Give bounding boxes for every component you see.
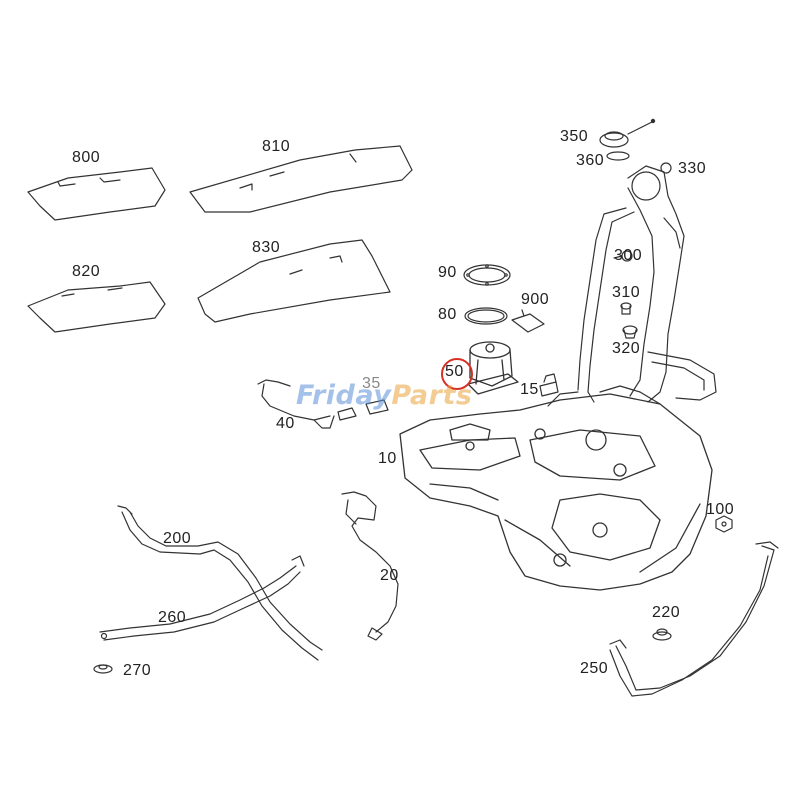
- callout-260: 260: [158, 609, 187, 626]
- callout-820: 820: [72, 263, 101, 280]
- bolt-310: [620, 302, 632, 315]
- watermark-part-2: Parts: [391, 380, 473, 411]
- callout-80: 80: [438, 306, 457, 323]
- callout-40: 40: [276, 415, 295, 432]
- callout-360: 360: [576, 152, 605, 169]
- callout-810: 810: [262, 138, 291, 155]
- callout-20: 20: [380, 567, 399, 584]
- strap-200: [117, 505, 323, 661]
- connector-35: [337, 399, 389, 421]
- callout-310: 310: [612, 284, 641, 301]
- fuel-pump-50: [467, 341, 519, 395]
- callout-320: 320: [612, 340, 641, 357]
- callout-330: 330: [678, 160, 707, 177]
- grommet-320: [622, 325, 638, 339]
- callout-100: 100: [706, 501, 735, 518]
- callout-90: 90: [438, 264, 457, 281]
- clip-330: [660, 162, 672, 174]
- filler-neck-assembly: [547, 165, 717, 407]
- callout-50: 50: [445, 363, 464, 380]
- seal-80: [464, 307, 508, 325]
- callout-200: 200: [163, 530, 192, 547]
- filler-cap-350: [599, 118, 656, 148]
- insulation-pad-810: [189, 145, 413, 213]
- callout-900: 900: [521, 291, 550, 308]
- callout-15: 15: [520, 381, 539, 398]
- callout-250: 250: [580, 660, 609, 677]
- highlight-ring: [441, 358, 473, 390]
- strap-250: [609, 541, 779, 697]
- callout-300: 300: [614, 247, 643, 264]
- fuel-tank-10: [399, 385, 713, 591]
- callout-10: 10: [378, 450, 397, 467]
- watermark-part-1: Friday: [296, 380, 392, 411]
- gasket-90: [463, 264, 511, 286]
- insulation-pad-820: [27, 281, 166, 333]
- washer-270: [93, 664, 113, 674]
- washer-220: [652, 628, 672, 641]
- insulation-pad-800: [27, 167, 166, 221]
- callout-800: 800: [72, 149, 101, 166]
- level-sensor-900: [511, 309, 545, 333]
- watermark: FridayParts: [296, 380, 472, 411]
- callout-830: 830: [252, 239, 281, 256]
- insulation-pad-830: [197, 239, 391, 323]
- callout-220: 220: [652, 604, 681, 621]
- valve-15: [539, 373, 559, 397]
- fuel-line-20: [341, 491, 399, 641]
- strap-260: [99, 555, 305, 641]
- hose-40: [257, 379, 335, 429]
- callout-35: 35: [362, 375, 381, 392]
- cap-300: [613, 250, 633, 262]
- seal-ring-360: [606, 151, 630, 161]
- callout-350: 350: [560, 128, 589, 145]
- callout-270: 270: [123, 662, 152, 679]
- nut-100: [715, 515, 733, 533]
